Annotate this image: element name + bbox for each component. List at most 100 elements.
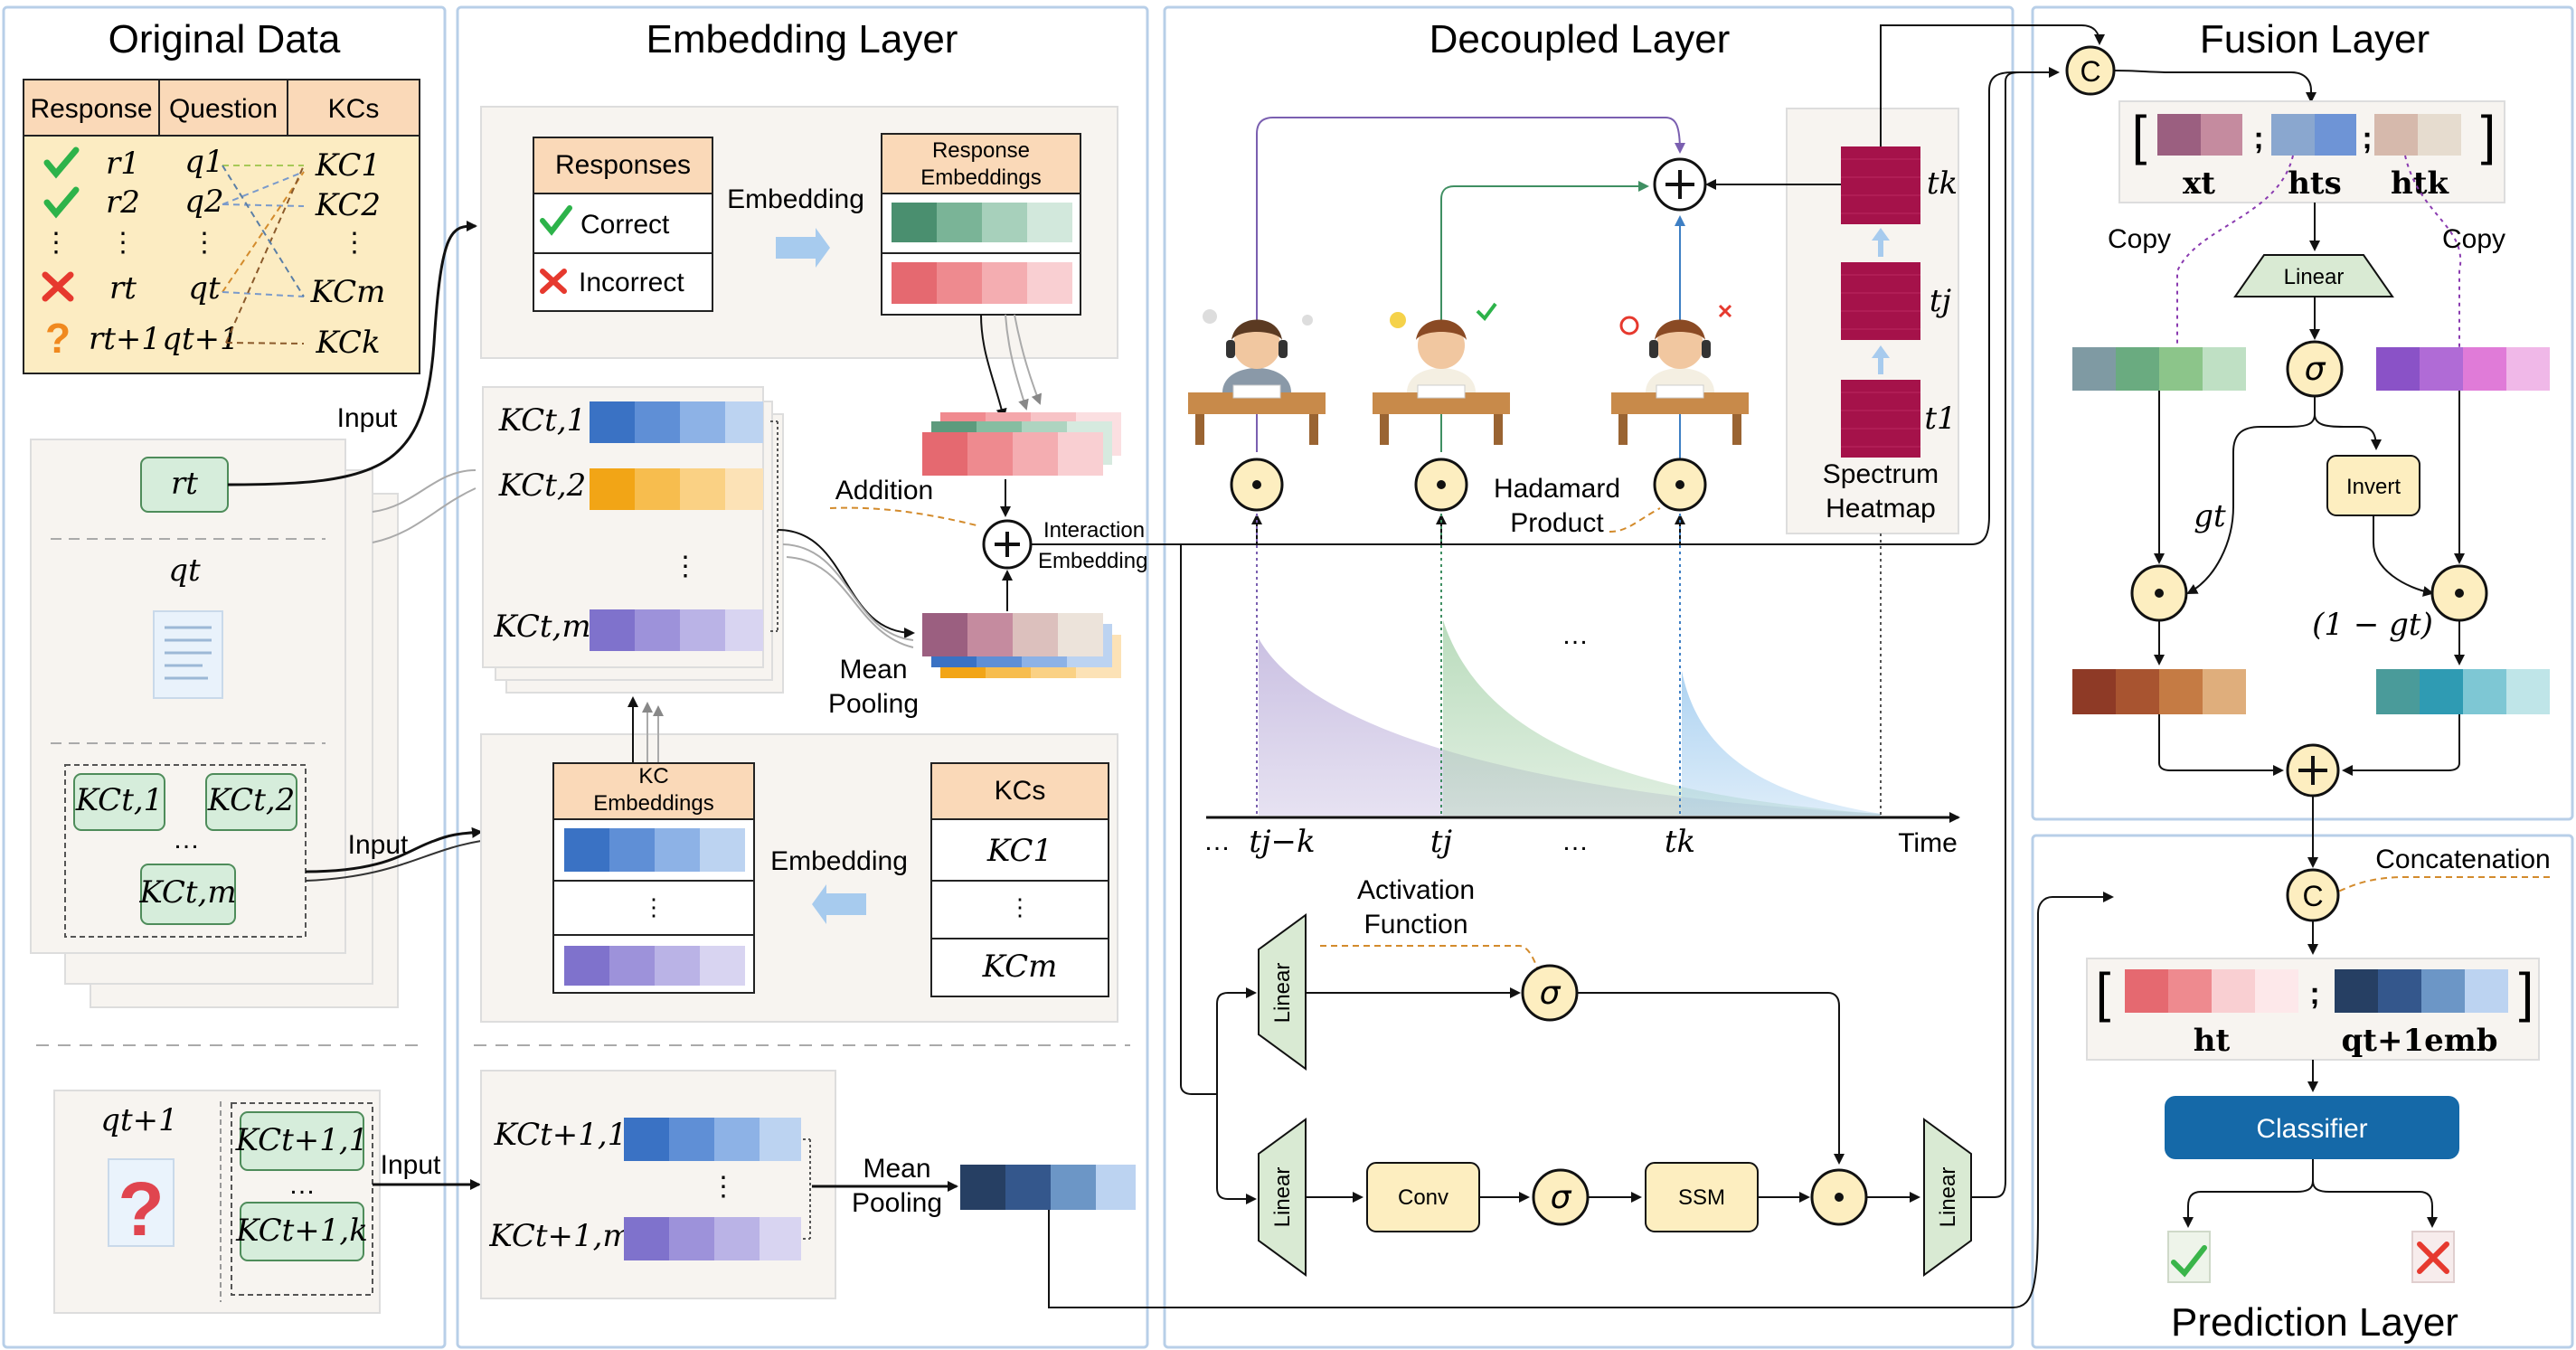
spectrum-tk: tk xyxy=(1927,165,1958,202)
cell-qt: qt xyxy=(188,270,221,307)
mean-pooling-label-4: Pooling xyxy=(852,1188,942,1218)
pooled-kc-vectors xyxy=(922,613,1121,678)
panel-original xyxy=(2,5,447,1349)
spectrum-tj: tj xyxy=(1930,283,1952,319)
ssm-block: SSM xyxy=(1645,1162,1759,1232)
spectrum-box: tk tj t1 Spectrum Heatmap xyxy=(1786,108,1959,534)
input-kc-dots: … xyxy=(173,825,200,854)
next-kc-row-m: KCt+1,m xyxy=(488,1218,631,1254)
input-arrow-kc xyxy=(305,826,483,873)
student-illustration-stressed xyxy=(1188,309,1326,445)
input-qt: qt xyxy=(168,552,201,589)
title-embedding: Embedding Layer xyxy=(646,17,958,61)
correct-prediction-icon xyxy=(2167,1231,2211,1283)
axis-tj: tj xyxy=(1430,824,1453,860)
invert-label: Invert xyxy=(2346,475,2401,499)
interaction-label-2: Embedding xyxy=(1038,549,1147,573)
original-table: Response Question KCs ⋮ ? r1 r2 ⋮ rt rt+… xyxy=(23,79,420,374)
sigma-op-bottom: σ xyxy=(1532,1168,1590,1226)
cross-icon xyxy=(540,269,567,294)
table-header-question: Question xyxy=(169,94,278,124)
decay-curves xyxy=(1259,620,1881,816)
axis-tk: tk xyxy=(1665,824,1695,860)
spectrum-t1: t1 xyxy=(1924,401,1956,437)
cell-qt1: qt+1 xyxy=(162,321,240,357)
panel-fusion xyxy=(2031,5,2574,821)
svg-text:σ: σ xyxy=(1551,1179,1572,1216)
kc-t2-vector xyxy=(590,468,763,510)
gt-label: gt xyxy=(2194,498,2226,534)
svg-text:]: ] xyxy=(2519,962,2534,1023)
next-kc-row-1: KCt+1,1 xyxy=(494,1117,627,1153)
cell-kc1: KC1 xyxy=(315,147,381,184)
linear-block-top: Linear xyxy=(1258,913,1307,1071)
kc-tm-vector xyxy=(590,609,763,651)
kcs-table: KCs KC1 ⋮ KCm xyxy=(930,762,1109,997)
kcs-kc1: KC1 xyxy=(986,833,1052,869)
ssm-label: SSM xyxy=(1678,1185,1725,1210)
interaction-label-1: Interaction xyxy=(1043,518,1145,543)
next-kc-1: KCt+1,1 xyxy=(235,1122,369,1158)
spectrum-label-2: Heatmap xyxy=(1826,494,1936,524)
cell-rt: rt xyxy=(109,270,137,307)
one-minus-gt-label: (1 − gt) xyxy=(2312,607,2433,643)
label-htk: htk xyxy=(2391,165,2449,202)
question-doc-icon: ? xyxy=(108,1158,175,1251)
kc-t2-label: KCt,2 xyxy=(498,467,587,504)
correct-embedding-vector xyxy=(892,203,1072,242)
hadamard-label-2: Product xyxy=(1510,508,1604,538)
mean-pooling-label-1: Mean xyxy=(839,655,907,684)
activation-label-2: Function xyxy=(1363,910,1467,939)
title-original: Original Data xyxy=(109,17,341,61)
check-icon xyxy=(540,205,572,236)
title-decoupled: Decoupled Layer xyxy=(1430,17,1731,61)
cell-kcm: KCm xyxy=(310,274,386,310)
time-label: Time xyxy=(1898,828,1958,858)
linear-out-label: Linear xyxy=(1936,1167,1960,1228)
kcs-kcm: KCm xyxy=(982,949,1058,985)
label-hts: hts xyxy=(2288,165,2342,202)
student-illustration-anxious xyxy=(1611,304,1749,445)
cell-q1: q1 xyxy=(184,144,223,180)
next-kc-k: KCt+1,k xyxy=(235,1213,368,1249)
response-embeddings-table: Response Embeddings xyxy=(881,133,1081,316)
table-header-response: Response xyxy=(30,94,152,124)
kcs-dots: ⋮ xyxy=(1008,893,1032,920)
conv-block: Conv xyxy=(1366,1162,1480,1232)
copy-vector-right xyxy=(2376,347,2550,391)
fusion-sum-operator xyxy=(2286,743,2340,798)
cell-q2: q2 xyxy=(184,184,223,220)
svg-text:σ: σ xyxy=(1540,975,1562,1012)
fusion-hadamard-left xyxy=(2130,564,2188,622)
kc-emb-vector-m xyxy=(564,946,745,986)
label-qt1emb: qt+1emb xyxy=(2341,1023,2497,1059)
input-card-stack: rt qt KCt,1 KCt,2 … KCt,m xyxy=(30,439,399,1008)
svg-text:;: ; xyxy=(2253,121,2263,156)
concat-op-bottom: C xyxy=(2286,868,2340,922)
next-kc-dots: ⋮ xyxy=(710,1172,737,1202)
student-illustration-calm xyxy=(1373,302,1510,445)
label-incorrect: Incorrect xyxy=(579,268,684,297)
wrong-prediction-icon xyxy=(2411,1231,2455,1283)
fusion-sigma-op: σ xyxy=(2286,340,2344,398)
kc-links xyxy=(222,165,305,345)
fused-vector: [ ; ; ] xt hts htk xyxy=(2118,100,2505,203)
mean-pooling-label-3: Mean xyxy=(863,1154,930,1184)
next-kc-vector-1 xyxy=(624,1118,801,1161)
gating-hadamard-op xyxy=(1810,1168,1868,1226)
kc-t1-label: KCt,1 xyxy=(498,402,587,439)
input-kc-t2: KCt,2 xyxy=(207,782,296,818)
classifier-label: Classifier xyxy=(2256,1114,2367,1144)
next-question-card: qt+1 ? KCt+1,1 … KCt+1,k xyxy=(53,1090,381,1314)
mean-pooling-label-2: Pooling xyxy=(828,689,919,719)
input-kc-tm: KCt,m xyxy=(138,874,236,911)
cell-qdots: ⋮ xyxy=(191,228,218,258)
svg-text:;: ; xyxy=(2309,977,2319,1011)
conv-label: Conv xyxy=(1398,1185,1448,1210)
cell-rt1: rt+1 xyxy=(89,321,161,357)
panel-frames xyxy=(2,5,2574,1349)
svg-text:C: C xyxy=(2080,55,2100,88)
input-label-1: Input xyxy=(337,403,398,433)
label-xt: xt xyxy=(2183,165,2215,202)
